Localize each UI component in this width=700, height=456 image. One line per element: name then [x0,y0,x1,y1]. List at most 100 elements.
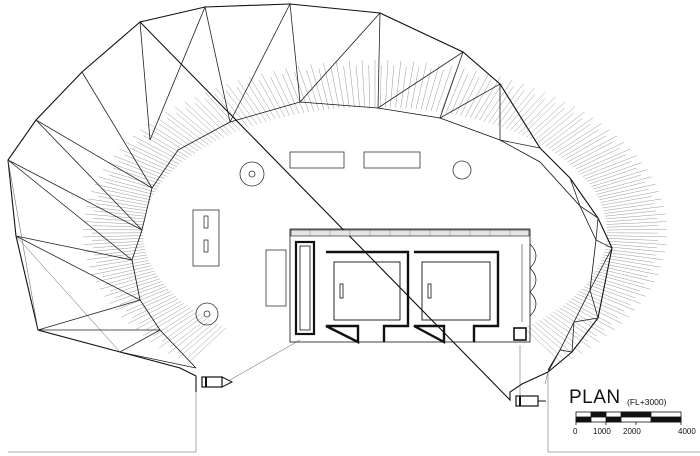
entrance-gate-left [201,376,234,388]
hatch-line [606,235,667,238]
plan-title: PLAN [569,387,621,408]
hatch-line [559,307,608,337]
hatch-line [601,196,652,206]
hatch-line [83,240,144,245]
hatch-line [479,82,503,121]
hatch-line [425,64,440,111]
hatch-line [140,129,189,158]
hatch-line [553,311,600,343]
outer-envelope-outline [138,3,613,402]
hatch-line [585,161,632,180]
hatch-line [89,257,148,268]
hatch-line [92,243,145,249]
hatch-line [167,118,206,148]
hatch-line [174,106,217,142]
hatch-line [450,74,468,114]
hatch-line [590,278,646,297]
hatch-line [483,79,513,122]
hatch-line [93,210,145,217]
hatch-line [523,327,563,364]
hatch-line [605,243,658,249]
hatch-line [187,327,227,364]
hatch-line [84,246,145,253]
hatch-line [124,154,170,175]
hatch-line [558,129,599,156]
hatch-line [104,181,154,195]
hatch-line [600,191,659,203]
hatch-line [355,65,360,108]
hatch-line [606,229,668,231]
hatch-line [88,198,148,209]
hatch-line [501,87,535,128]
hatch-line [556,309,597,337]
hatch-line [285,68,305,114]
scale-tick-2000: 2000 [623,427,641,436]
hatch-line [445,68,465,114]
hatch-line [602,198,662,209]
hatch-line [247,82,271,121]
hatch-line [125,291,172,312]
hatch-line [323,62,335,110]
hatch-line [330,67,340,109]
hatch-line [225,90,253,126]
hatch-line [606,238,658,241]
hatch-line [573,295,619,318]
hatch-line [92,262,151,275]
hatch-line [596,268,655,283]
hatch-line [606,225,659,228]
hatch-line [204,98,236,133]
hatch-line [588,281,636,299]
hatch-line [400,66,407,108]
hatch-line [595,270,645,285]
hatch-line [108,174,158,190]
hatch-line [603,254,654,263]
hatch-line [194,96,232,134]
hatch-line [114,288,169,311]
hatch-line [551,123,591,152]
hatch-line [589,167,637,185]
hatch-line [306,70,320,111]
hatch-line [605,210,657,217]
hatch-line [343,66,350,108]
hatch-line [84,213,145,220]
hatch-line [153,309,194,337]
hatch-line [98,176,156,193]
hatch-line [606,221,667,225]
hatch-line [176,112,213,144]
hatch-line [604,249,656,256]
hatch-line [335,61,345,109]
hatch-line [606,218,658,222]
hatch-line [92,218,144,222]
hatch-line [107,162,163,182]
hatch-line [604,206,664,214]
hatch-line [91,225,144,228]
hatch-line [605,246,666,253]
scale-tick-0: 0 [573,427,578,436]
hatch-line [226,83,258,125]
hatch-line [150,311,197,343]
zigzag-frame-right [539,147,613,373]
hatch-line [599,262,658,275]
hatch-line [497,90,525,126]
hatch-line [415,62,427,110]
hatch-line [109,283,165,304]
hatch-line [518,96,556,134]
hatch-line [83,221,144,225]
hatch-line [460,76,480,116]
hatch-line [188,325,223,358]
hatch-line [136,141,180,165]
hatch-line [119,286,167,305]
hatch-line [130,147,175,170]
hatch-line [430,70,444,111]
hatch-line [159,315,204,349]
hatch-line [142,307,191,337]
hatch-line [603,251,664,260]
hatch-line [420,68,432,110]
hatch-line [105,270,155,285]
entrance-gate-right [515,395,546,407]
hatch-line [593,273,651,290]
hatch-line [96,254,147,263]
hatch-line [91,191,150,203]
hatch-line [185,107,220,140]
